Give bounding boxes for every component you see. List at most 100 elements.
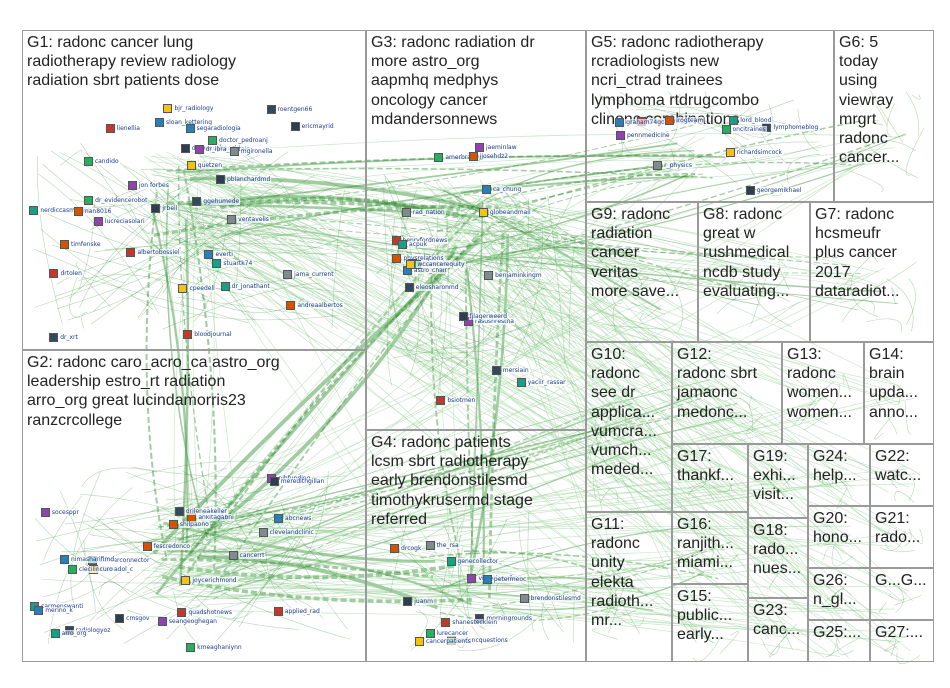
node-avatar-icon[interactable] [204, 249, 214, 259]
node-avatar-icon[interactable] [154, 117, 164, 127]
node-avatar-icon[interactable] [208, 135, 218, 145]
node-label[interactable]: kmeaghaniynn [196, 644, 243, 652]
node-avatar-icon[interactable] [458, 312, 468, 322]
node-avatar-icon[interactable] [491, 365, 501, 375]
node-avatar-icon[interactable] [468, 151, 478, 161]
node-avatar-icon[interactable] [220, 281, 230, 291]
node-label[interactable]: nan8016 [83, 208, 113, 216]
node-label[interactable]: lrogteam [675, 116, 705, 124]
node-avatar-icon[interactable] [481, 185, 491, 195]
node-avatar-icon[interactable] [67, 565, 77, 575]
node-label[interactable]: lord_blood [739, 117, 773, 125]
node-label[interactable]: drileneakeller [184, 508, 228, 516]
node-avatar-icon[interactable] [390, 544, 400, 554]
node-avatar-icon[interactable] [105, 123, 115, 133]
node-avatar-icon[interactable] [151, 203, 161, 213]
node-label[interactable]: candido [93, 157, 120, 165]
node-avatar-icon[interactable] [467, 573, 477, 583]
node-avatar-icon[interactable] [142, 541, 152, 551]
node-avatar-icon[interactable] [725, 147, 735, 157]
node-avatar-icon[interactable] [49, 269, 59, 279]
node-label[interactable]: ca_chung [491, 186, 523, 194]
node-label[interactable]: drtolen [59, 270, 83, 278]
node-avatar-icon[interactable] [227, 215, 237, 225]
node-avatar-icon[interactable] [93, 216, 103, 226]
node-label[interactable]: drcogk [400, 545, 423, 553]
node-label[interactable]: physrelations [402, 255, 445, 263]
node-label[interactable]: sloan_kettering [164, 118, 214, 126]
node-label[interactable]: dr_jonathant [230, 282, 271, 290]
node-label[interactable]: jjosehdz2 [478, 152, 510, 160]
node-label[interactable]: bloodjournal [193, 331, 233, 339]
node-label[interactable]: thenadol_c [99, 565, 135, 573]
node-label[interactable]: richardsimcock [735, 148, 784, 156]
node-label[interactable]: genecollector [456, 557, 500, 565]
node-label[interactable]: joycerichmond [191, 577, 238, 585]
node-avatar-icon[interactable] [721, 125, 731, 135]
node-label[interactable]: acpuk [408, 240, 429, 248]
node-label[interactable]: everti [214, 250, 234, 258]
node-label[interactable]: carmenswanti [40, 603, 85, 611]
node-avatar-icon[interactable] [60, 239, 69, 249]
node-label[interactable]: benjaminkingm [494, 272, 543, 280]
node-avatar-icon[interactable] [415, 637, 424, 647]
node-avatar-icon[interactable] [516, 377, 526, 387]
node-label[interactable]: brendonstilesmd [529, 594, 582, 602]
node-avatar-icon[interactable] [228, 551, 238, 561]
node-label[interactable]: jama_current [293, 271, 335, 279]
node-avatar-icon[interactable] [194, 145, 204, 155]
node-avatar-icon[interactable] [266, 104, 276, 114]
node-avatar-icon[interactable] [745, 185, 755, 195]
node-avatar-icon[interactable] [729, 116, 739, 126]
node-avatar-icon[interactable] [273, 606, 283, 616]
node-label[interactable]: eleosharonmd [414, 284, 460, 292]
node-label[interactable]: shanestecklein [451, 619, 499, 627]
node-label[interactable]: nerdiccasmexinn [39, 206, 93, 214]
node-avatar-icon[interactable] [482, 574, 492, 584]
node-avatar-icon[interactable] [392, 254, 402, 264]
node-label[interactable]: yaciir_rassar [526, 378, 567, 386]
node-label[interactable]: rad_nation [411, 208, 446, 216]
node-avatar-icon[interactable] [186, 160, 196, 170]
node-avatar-icon[interactable] [181, 576, 191, 586]
node-label[interactable]: pblanchardmd [225, 175, 272, 183]
node-avatar-icon[interactable] [484, 271, 494, 281]
node-label[interactable]: cancerpatients [425, 638, 472, 646]
node-label[interactable]: lymphomeblog [772, 124, 820, 132]
node-avatar-icon[interactable] [283, 270, 293, 280]
node-avatar-icon[interactable] [286, 301, 296, 311]
node-avatar-icon[interactable] [441, 618, 451, 628]
node-avatar-icon[interactable] [398, 239, 408, 249]
node-label[interactable]: bsiotmen [446, 397, 477, 405]
node-label[interactable]: mersiain [501, 366, 530, 374]
node-label[interactable]: amerbrachy [444, 154, 483, 162]
node-label[interactable]: fjlagerweerd [468, 313, 509, 321]
node-label[interactable]: juanm [413, 598, 435, 606]
node-label[interactable]: clecilincuro [77, 566, 114, 574]
node-label[interactable]: graham74gc [625, 118, 666, 126]
node-avatar-icon[interactable] [49, 332, 59, 342]
node-avatar-icon[interactable] [425, 540, 435, 550]
node-avatar-icon[interactable] [436, 396, 446, 406]
node-avatar-icon[interactable] [446, 556, 456, 566]
node-avatar-icon[interactable] [29, 205, 39, 215]
node-label[interactable]: petermeoc [492, 575, 528, 583]
node-label[interactable]: doctor_pedroanj [218, 136, 269, 144]
node-avatar-icon[interactable] [615, 117, 625, 127]
node-label[interactable]: meredithgillan [279, 478, 326, 486]
node-avatar-icon[interactable] [616, 130, 625, 140]
node-avatar-icon[interactable] [115, 614, 125, 624]
node-avatar-icon[interactable] [127, 181, 137, 191]
node-label[interactable]: segaradiologia [195, 124, 242, 132]
node-avatar-icon[interactable] [475, 143, 485, 153]
node-avatar-icon[interactable] [653, 161, 663, 171]
node-avatar-icon[interactable] [84, 196, 94, 206]
node-avatar-icon[interactable] [186, 643, 196, 653]
node-label[interactable]: jaeminlaw [485, 144, 518, 152]
node-label[interactable]: cancerrt [238, 552, 266, 560]
node-avatar-icon[interactable] [34, 606, 44, 616]
node-avatar-icon[interactable] [73, 207, 83, 217]
node-avatar-icon[interactable] [174, 507, 184, 517]
node-avatar-icon[interactable] [59, 555, 69, 565]
node-avatar-icon[interactable] [425, 628, 435, 638]
